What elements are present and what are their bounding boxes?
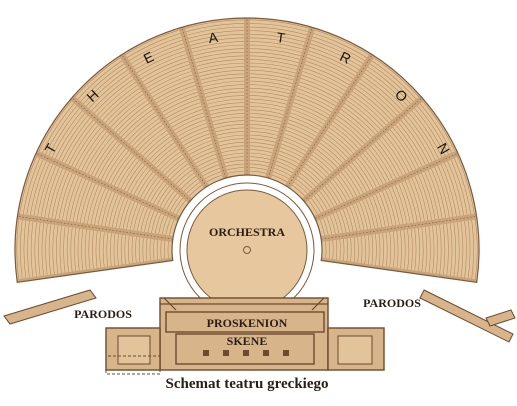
stairway — [313, 149, 461, 222]
stairway — [301, 94, 426, 204]
skene-pillars — [203, 350, 289, 356]
paraskenion-right-inner — [337, 335, 373, 365]
right-wall-end — [485, 309, 516, 327]
right-retaining-wall — [419, 289, 514, 343]
theatron-seating — [14, 17, 480, 283]
orchestra-floor — [186, 189, 308, 311]
analemma-walls — [3, 289, 516, 343]
theatron-letter: T — [275, 29, 286, 46]
stairway — [320, 213, 479, 243]
seating-outline — [14, 17, 480, 283]
skene-pillar — [223, 350, 229, 356]
stairway — [33, 149, 181, 222]
stage-building: PROSKENION SKENE — [105, 297, 385, 375]
skene-hall — [175, 333, 315, 365]
skene-pillar — [203, 350, 209, 356]
stairway — [15, 213, 174, 243]
stairway — [265, 24, 316, 179]
stairway — [178, 24, 229, 179]
theatron-letter: A — [207, 29, 219, 46]
skene-label: SKENE — [227, 334, 268, 348]
thymele-altar — [243, 246, 251, 254]
proskenion-label: PROSKENION — [207, 316, 288, 330]
diagram-caption: Schemat teatru greckiego — [165, 376, 328, 392]
left-retaining-wall — [3, 289, 97, 325]
orchestra: ORCHESTRA — [179, 182, 315, 318]
stairway — [118, 51, 210, 189]
stairway — [68, 94, 193, 204]
parodos-left-label: PARODOS — [74, 307, 132, 321]
skene-pillar — [263, 350, 269, 356]
orchestra-label: ORCHESTRA — [209, 225, 285, 239]
stage-step-left — [163, 297, 177, 311]
stage-step-right — [311, 297, 325, 311]
stairway — [284, 51, 376, 189]
skene-pillar — [243, 350, 249, 356]
dashed-annex-outline — [105, 350, 161, 375]
paraskenion-left-inner — [117, 335, 151, 365]
parodos-right-label: PARODOS — [363, 296, 421, 310]
proskenion — [165, 311, 325, 333]
skene-pillar — [283, 350, 289, 356]
